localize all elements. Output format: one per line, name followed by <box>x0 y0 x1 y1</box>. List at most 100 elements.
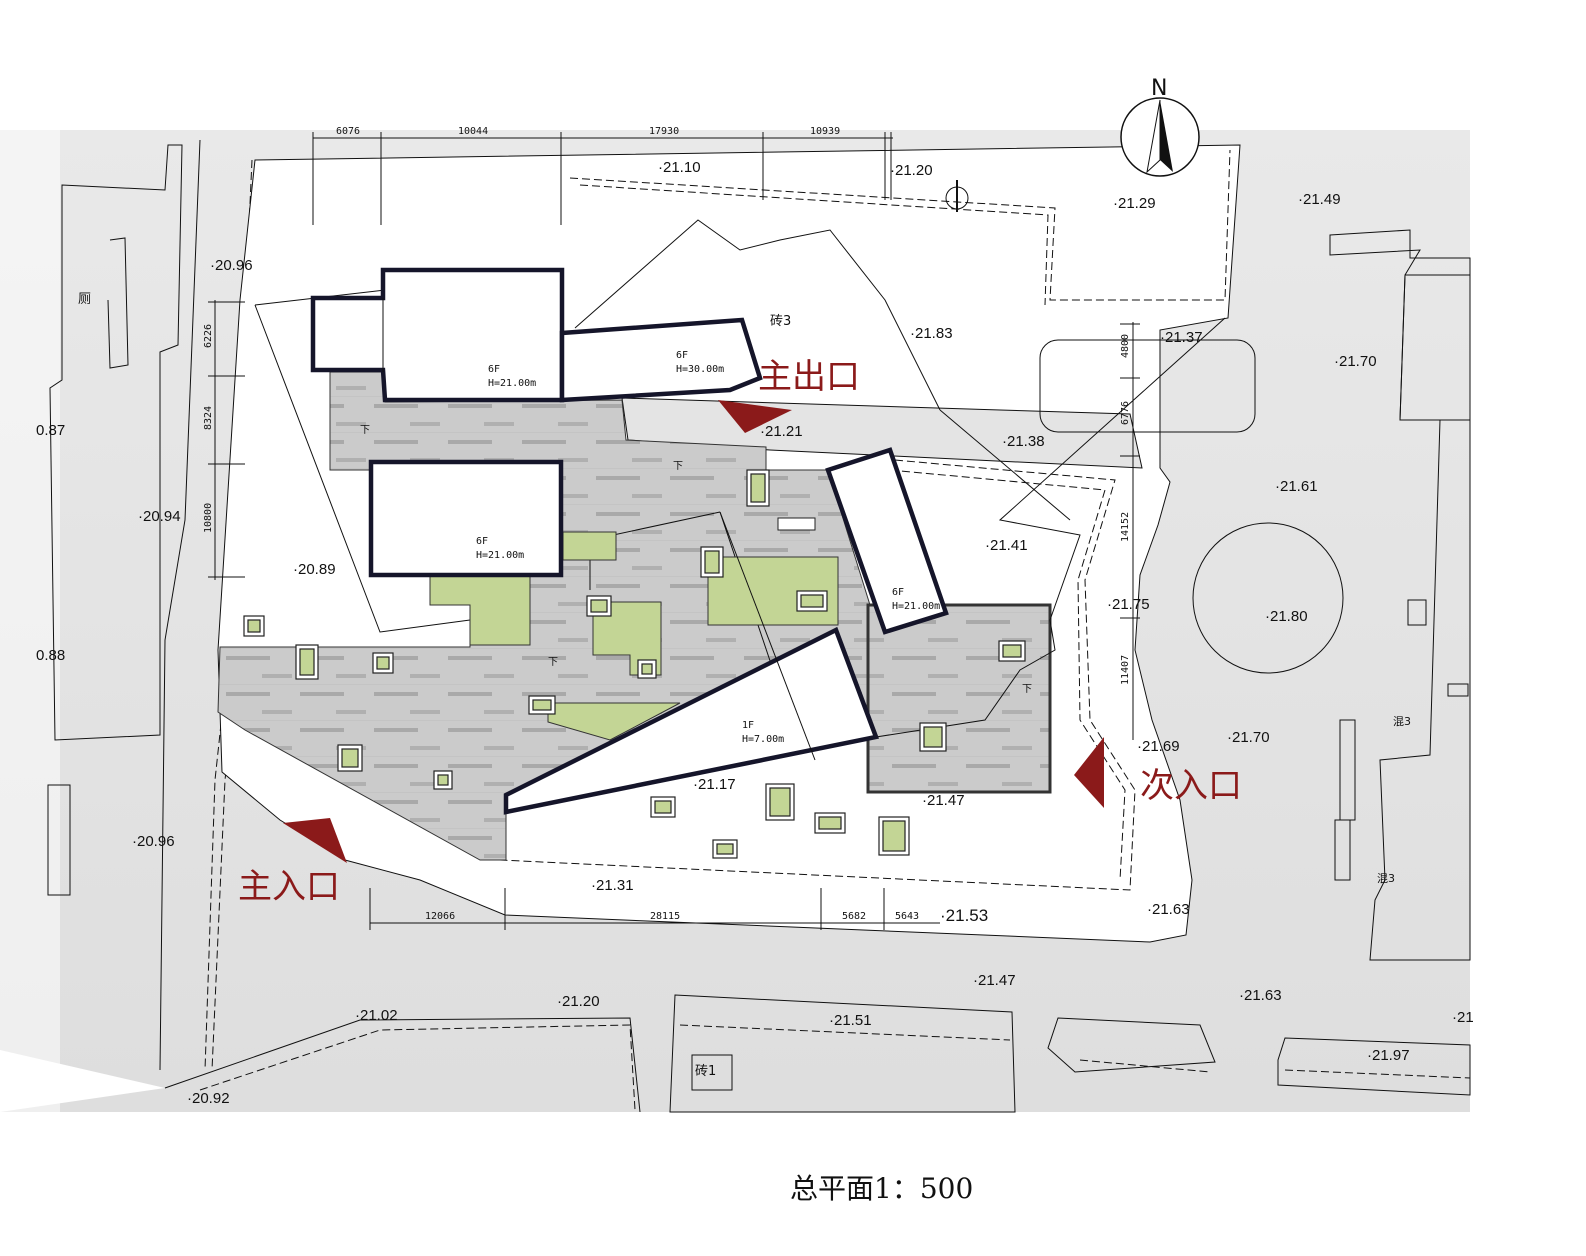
main-entrance-arrow-icon <box>283 818 347 863</box>
svg-text:·21.21: ·21.21 <box>760 423 803 440</box>
structure-label: 砖1 <box>695 1064 716 1079</box>
svg-text:·21.61: ·21.61 <box>1275 478 1318 495</box>
building-2-floors: 6F <box>676 350 688 361</box>
elevation-value: 21.53 <box>946 906 989 925</box>
elevation-value: 21.63 <box>1244 987 1282 1004</box>
dimension-label: 10044 <box>458 126 488 137</box>
svg-text:·20.92: ·20.92 <box>187 1090 230 1107</box>
svg-text:·20.96: ·20.96 <box>132 833 175 850</box>
svg-text:·21.38: ·21.38 <box>1002 433 1045 450</box>
building-4 <box>825 447 949 635</box>
svg-text:·21.70: ·21.70 <box>1227 729 1270 746</box>
north-arrow-icon: N <box>1120 76 1200 177</box>
secondary-entrance-label: 次入口 <box>1140 766 1242 806</box>
sunken-plaza-outline <box>866 603 1052 794</box>
elevation-value: 21.21 <box>765 423 803 440</box>
elevation-value: 21.80 <box>1270 608 1308 625</box>
road-corner <box>0 1050 165 1112</box>
dimension-label: 6776 <box>1120 401 1131 425</box>
elevation-value: 20.94 <box>143 508 181 525</box>
building-5-floors: 1F <box>742 720 754 731</box>
dimension-label: 14152 <box>1120 512 1131 542</box>
svg-text:·20.89: ·20.89 <box>293 561 336 578</box>
road-edge-fade <box>0 130 60 1112</box>
svg-text:·21.41: ·21.41 <box>985 537 1028 554</box>
elevation-value: 21 <box>1457 1009 1474 1026</box>
dimension-label: 6076 <box>336 126 360 137</box>
svg-text:·21.49: ·21.49 <box>1298 191 1341 208</box>
main-exit-marker: 主出口 <box>718 357 860 433</box>
svg-text:·20.96: ·20.96 <box>210 257 253 274</box>
elevation-value: 21.10 <box>663 159 701 176</box>
building-5-height: H=7.00m <box>742 734 784 745</box>
elevation-value: 21.70 <box>1339 353 1377 370</box>
main-entrance-marker: 主入口 <box>238 818 347 907</box>
surrounding-blocks <box>47 144 1471 1113</box>
svg-text:·21.97: ·21.97 <box>1367 1047 1410 1064</box>
dimension-label: 6226 <box>203 324 214 348</box>
dimension-label: 8324 <box>203 406 214 430</box>
svg-text:·21.31: ·21.31 <box>591 877 634 894</box>
north-label: N <box>1151 76 1167 101</box>
elevation-value: 21.51 <box>834 1012 872 1029</box>
building-2 <box>559 317 763 403</box>
secondary-entrance-arrow-icon <box>1074 737 1104 808</box>
building-3-height: H=21.00m <box>476 550 524 561</box>
stair-label: 下 <box>360 425 370 436</box>
building-2-height: H=30.00m <box>676 364 724 375</box>
elevation-value: 21.97 <box>1372 1047 1410 1064</box>
svg-text:·21.63: ·21.63 <box>1239 987 1282 1004</box>
dimension-bottom: 12066 28115 5682 5643 <box>369 888 940 930</box>
svg-text:·21.53: ·21.53 <box>940 906 988 925</box>
svg-text:·21.47: ·21.47 <box>922 792 965 809</box>
dimension-left: 6226 8324 10800 <box>203 300 245 580</box>
elevation-value: 20.92 <box>192 1090 230 1107</box>
elevation-value: 21.49 <box>1303 191 1341 208</box>
dimension-label: 28115 <box>650 911 680 922</box>
structure-labels: 砖3 厕 砖1 混3 混3 下 下 下 下 <box>78 292 1411 1079</box>
building-3-floors: 6F <box>476 536 488 547</box>
buildings <box>310 267 949 815</box>
svg-text:·21: ·21 <box>1452 1009 1474 1026</box>
elevation-value: 21.63 <box>1152 901 1190 918</box>
stair-label: 下 <box>548 657 558 668</box>
dimension-label: 10800 <box>203 503 214 533</box>
svg-text:·21.69: ·21.69 <box>1137 738 1180 755</box>
secondary-entrance-marker: 次入口 <box>1074 737 1242 808</box>
dimension-label: 4800 <box>1120 334 1131 358</box>
main-exit-label: 主出口 <box>758 357 860 397</box>
elevation-value: 21.47 <box>927 792 965 809</box>
elevation-value: 21.83 <box>915 325 953 342</box>
building-4-height: H=21.00m <box>892 601 940 612</box>
structure-label: 厕 <box>78 292 91 307</box>
main-entrance-label: 主入口 <box>238 867 340 907</box>
elevation-value: 21.37 <box>1165 329 1203 346</box>
svg-text:·21.20: ·21.20 <box>557 993 600 1010</box>
elevation-value: 21.41 <box>990 537 1028 554</box>
roundabout <box>1192 522 1344 674</box>
main-exit-arrow-icon <box>718 400 792 433</box>
building-5 <box>503 626 880 815</box>
elevation-value: 20.89 <box>298 561 336 578</box>
elevation-value: 21.20 <box>895 162 933 179</box>
svg-text:·21.75: ·21.75 <box>1107 596 1150 613</box>
elevation-marks: ·21.10 ·21.20 ·21.29 ·21.49 ·20.96 ·21.8… <box>36 159 1474 1107</box>
svg-text:·21.02: ·21.02 <box>355 1007 398 1024</box>
building-labels: 6F H=21.00m 6F H=30.00m 6F H=21.00m 6F H… <box>476 350 940 745</box>
dimension-label: 17930 <box>649 126 679 137</box>
elevation-value: 21.17 <box>698 776 736 793</box>
building-1-height: H=21.00m <box>488 378 536 389</box>
elevation-value: 21.47 <box>978 972 1016 989</box>
svg-text:·21.10: ·21.10 <box>658 159 701 176</box>
svg-text:·21.17: ·21.17 <box>693 776 736 793</box>
elevation-value: 21.02 <box>360 1007 398 1024</box>
svg-text:·21.63: ·21.63 <box>1147 901 1190 918</box>
svg-text:·21.47: ·21.47 <box>973 972 1016 989</box>
svg-text:·21.83: ·21.83 <box>910 325 953 342</box>
dimension-right: 4800 6776 14152 11407 <box>1120 322 1140 740</box>
elevation-value: 21.61 <box>1280 478 1318 495</box>
elevation-value: 21.38 <box>1007 433 1045 450</box>
building-3 <box>368 459 564 578</box>
svg-text:·21.37: ·21.37 <box>1160 329 1203 346</box>
